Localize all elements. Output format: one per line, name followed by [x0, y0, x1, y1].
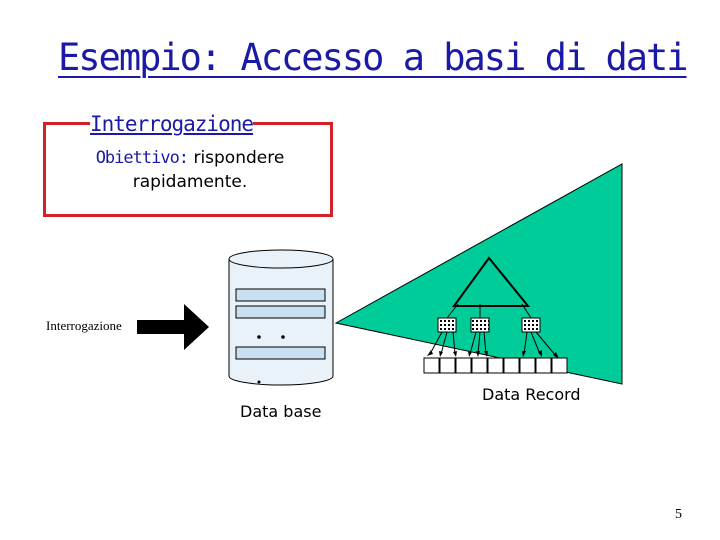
database-label: Data base	[240, 402, 322, 421]
goal-label: Obiettivo:	[95, 148, 189, 168]
data-record-box	[487, 357, 504, 374]
index-tree	[423, 256, 568, 374]
data-record-label: Data Record	[482, 385, 581, 404]
ellipsis-dot	[257, 380, 261, 384]
data-record-box	[471, 357, 488, 374]
data-record-box	[503, 357, 520, 374]
database-record-bar	[235, 346, 326, 360]
index-leaf-node	[470, 317, 490, 333]
goal-description: rispondere rapidamente.	[132, 148, 285, 192]
query-arrow	[137, 304, 209, 350]
ellipsis-dot	[257, 335, 261, 339]
database-record-bar	[235, 305, 326, 319]
goal-box-heading: Interrogazione	[90, 111, 254, 137]
page-number: 5	[675, 507, 682, 522]
index-leaf-node	[521, 317, 541, 333]
database-cylinder	[228, 249, 334, 386]
query-label: Interrogazione	[46, 318, 122, 333]
data-record-box	[519, 357, 536, 374]
goal-text: Obiettivo: rispondere rapidamente.	[60, 146, 320, 194]
data-record-box	[423, 357, 440, 374]
index-root-triangle	[452, 256, 531, 307]
data-record-box	[455, 357, 472, 374]
ellipsis-dot	[281, 335, 285, 339]
data-record-box	[551, 357, 568, 374]
slide-title: Esempio: Accesso a basi di dati	[58, 36, 689, 79]
data-record-box	[535, 357, 552, 374]
database-record-bar	[235, 288, 326, 302]
index-leaf-node	[437, 317, 457, 333]
data-record-box	[439, 357, 456, 374]
